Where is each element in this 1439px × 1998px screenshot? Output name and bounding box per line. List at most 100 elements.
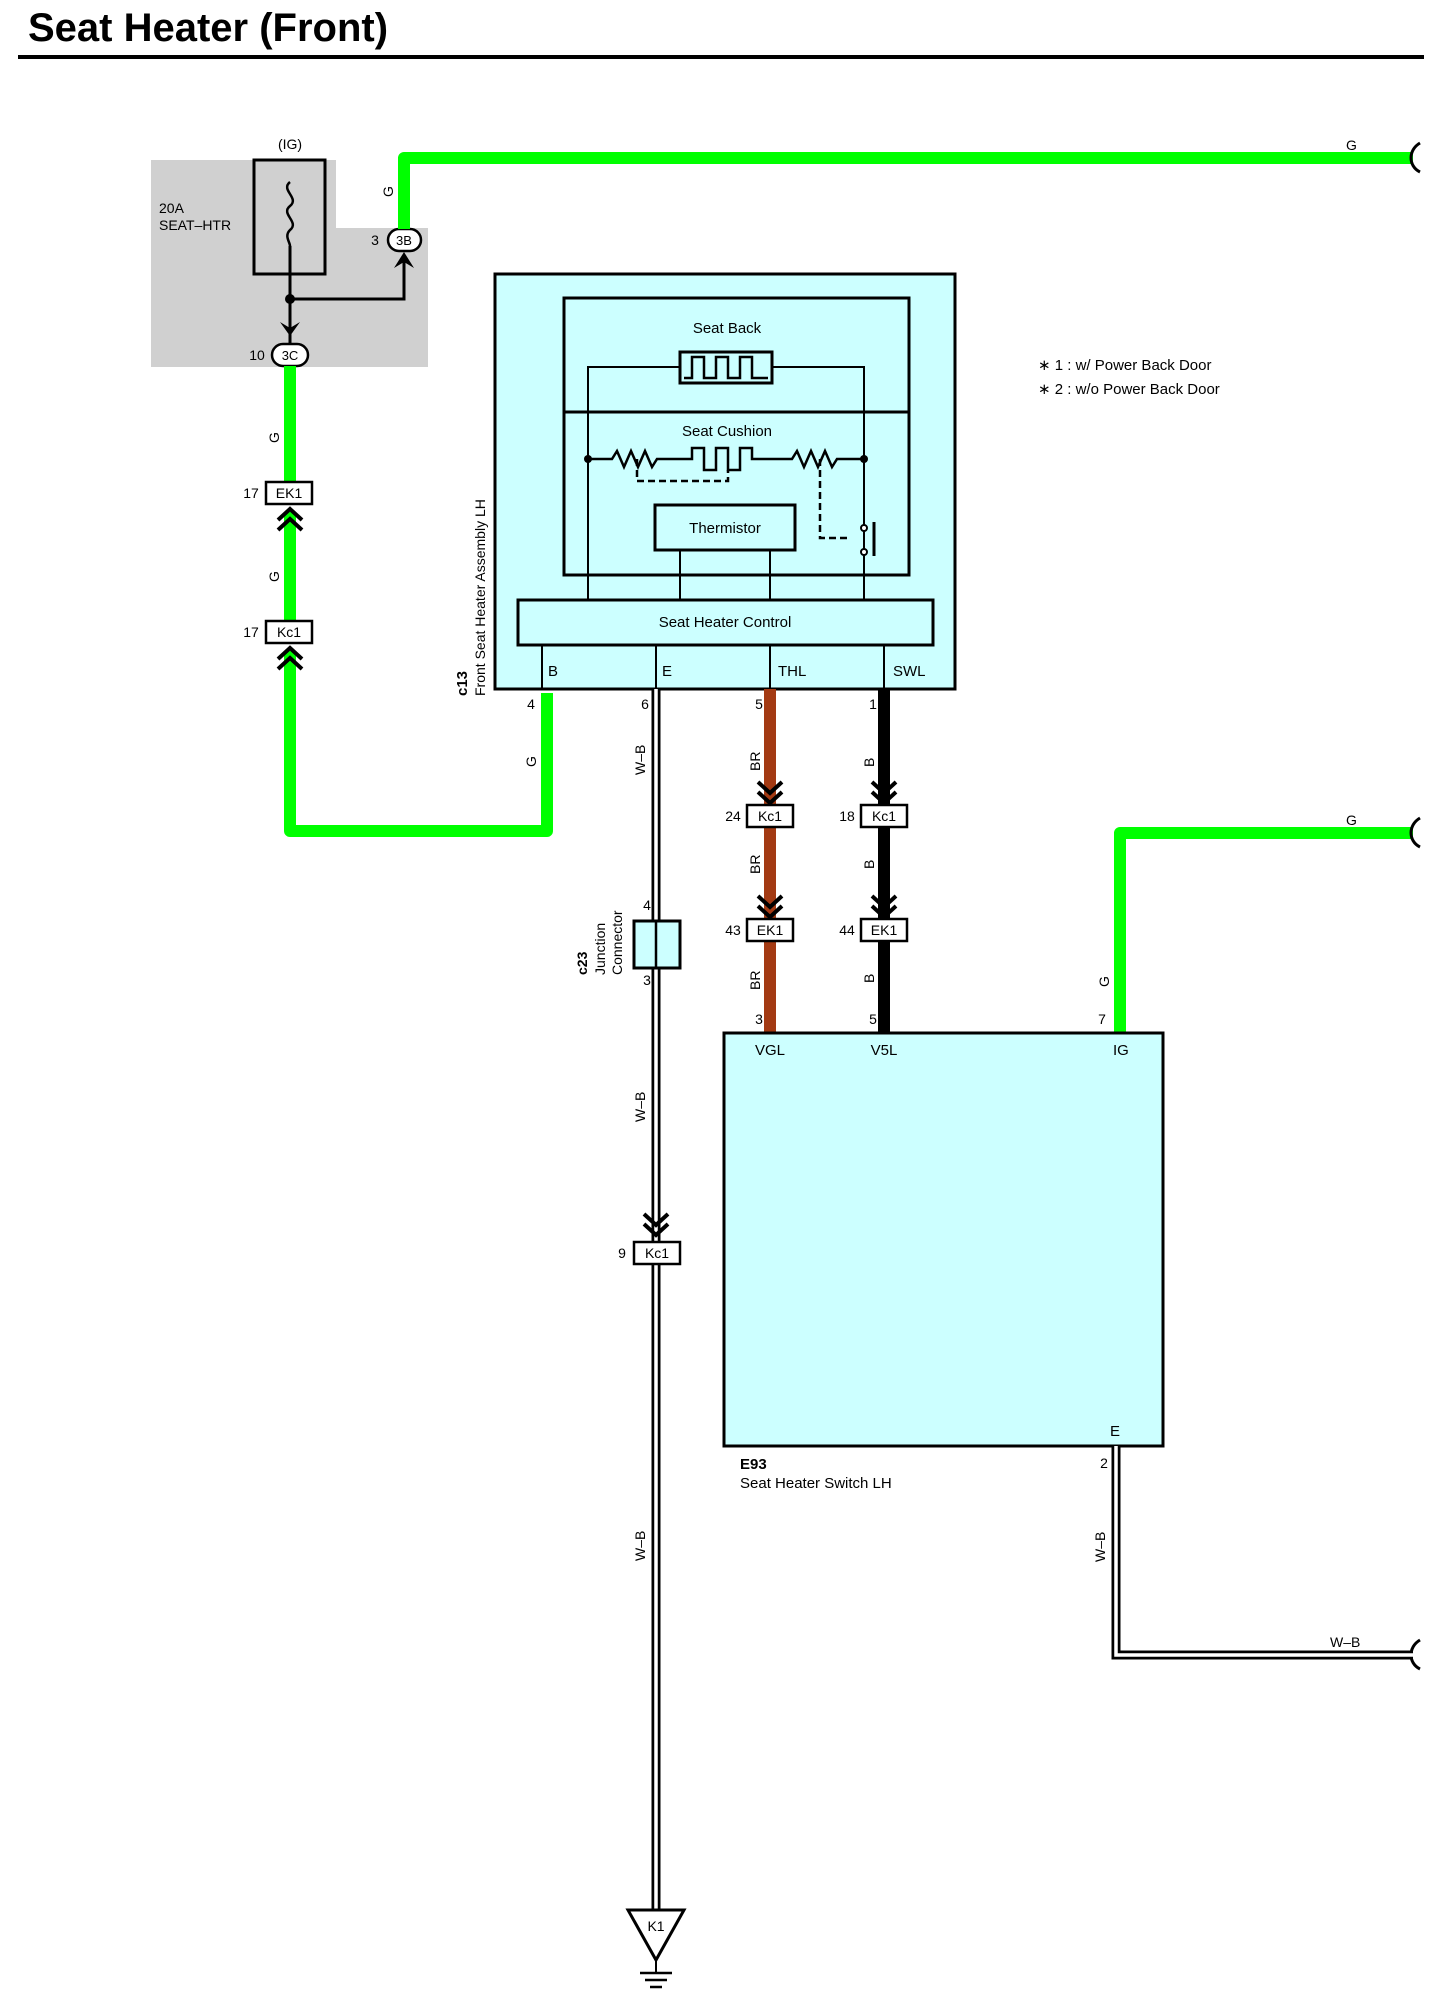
- pin-label: 3: [371, 232, 379, 248]
- svg-text:3B: 3B: [396, 233, 412, 248]
- pin-label: 4: [527, 696, 535, 712]
- wire-color-label: BR: [747, 971, 763, 990]
- pin-label: 9: [618, 1245, 626, 1261]
- fuse-element-icon: [285, 181, 295, 247]
- heater-assembly-code: c13: [454, 671, 471, 696]
- chevron-up-icon: [276, 655, 304, 671]
- pin-label: 5: [869, 1011, 877, 1027]
- note-2: ∗ 2 : w/o Power Back Door: [1038, 381, 1220, 398]
- pin-label: 5: [755, 696, 763, 712]
- svg-text:EK1: EK1: [757, 922, 784, 938]
- pin-label: 3: [643, 972, 651, 988]
- green-wire-kc1-b: [284, 651, 553, 837]
- seat-heater-switch: VGL V5L IG E E93 Seat Heater Switch LH: [722, 1031, 1165, 1492]
- connector-ek1-thl: EK1 43: [725, 894, 795, 943]
- terminal-e: E: [1110, 1423, 1120, 1440]
- terminal-swl: SWL: [893, 663, 926, 680]
- chevron-down-icon: [870, 894, 898, 910]
- ig-label: (IG): [278, 136, 302, 152]
- connector-arrow-icon: [394, 252, 414, 268]
- page-title: Seat Heater (Front): [28, 6, 389, 50]
- fuse-rating: 20A: [159, 200, 185, 216]
- chevron-up-icon: [276, 645, 304, 661]
- ground-k1: K1: [625, 1908, 687, 1989]
- connector-arrow-icon: [280, 322, 300, 336]
- heater-assembly: Seat Back Seat Cushion Thermistor Seat H…: [454, 272, 957, 696]
- wire-color-label: G: [266, 571, 282, 582]
- chevron-down-icon: [756, 790, 784, 806]
- pin-label: 4: [643, 897, 651, 913]
- wire-color-label: G: [1096, 976, 1112, 987]
- wire-break-icon: [1409, 141, 1421, 174]
- pin-label: 17: [243, 624, 259, 640]
- chevron-down-icon: [642, 1212, 670, 1228]
- chevron-down-icon: [756, 904, 784, 920]
- connector-kc1-thl: Kc1 24: [725, 780, 795, 829]
- wire-color-label: W–B: [632, 745, 648, 775]
- connector-3b: 3B 3: [371, 227, 423, 253]
- switch-code: E93: [740, 1456, 767, 1473]
- green-wire-switch-ig: [1114, 827, 1413, 1040]
- green-wire-top: [398, 152, 1413, 229]
- green-wires: [284, 152, 1413, 1040]
- chevron-down-icon: [870, 904, 898, 920]
- wire-color-label: BR: [747, 752, 763, 771]
- wire-break-icon: [1409, 816, 1421, 849]
- white-black-wire-switch: [1111, 1446, 1413, 1660]
- wire-color-label: BR: [747, 855, 763, 874]
- chevron-down-icon: [870, 780, 898, 796]
- seat-heater-control-label: Seat Heater Control: [659, 614, 792, 631]
- svg-text:Kc1: Kc1: [872, 808, 896, 824]
- wire-color-label: G: [380, 186, 396, 197]
- svg-text:EK1: EK1: [276, 485, 303, 501]
- fuse-name: SEAT–HTR: [159, 217, 231, 233]
- svg-text:EK1: EK1: [871, 922, 898, 938]
- pin-label: 43: [725, 922, 741, 938]
- wire-color-label: G: [1346, 137, 1357, 153]
- seat-back-label: Seat Back: [693, 320, 762, 337]
- pin-label: 1: [869, 696, 877, 712]
- pin-label: 24: [725, 808, 741, 824]
- thermistor-label: Thermistor: [689, 520, 761, 537]
- pin-label: 3: [755, 1011, 763, 1027]
- wire-color-label: G: [523, 756, 539, 767]
- terminal-e: E: [662, 663, 672, 680]
- pin-label: 6: [641, 696, 649, 712]
- junction-name-line2: Connector: [609, 910, 625, 975]
- wire-color-label: W–B: [632, 1092, 648, 1122]
- chevron-down-icon: [756, 780, 784, 796]
- fuse-box: (IG) 20A SEAT–HTR: [151, 136, 428, 367]
- chevron-down-icon: [870, 790, 898, 806]
- junction-connector-c23: 4 3 c23 Junction Connector: [574, 897, 682, 988]
- junction-name-line1: Junction: [592, 923, 608, 975]
- terminal-vgl: VGL: [755, 1042, 785, 1059]
- wire-color-label: G: [266, 432, 282, 443]
- chevron-down-icon: [642, 1222, 670, 1238]
- connector-kc1-swl: Kc1 18: [839, 780, 909, 829]
- connector-kc1-left: Kc1 17: [243, 619, 314, 671]
- seat-back-heater-icon: [678, 350, 774, 385]
- chevron-up-icon: [276, 506, 304, 522]
- wire-color-label: B: [861, 860, 877, 869]
- seat-heater-control-box: [516, 598, 935, 647]
- pin-label: 17: [243, 485, 259, 501]
- terminal-ig: IG: [1113, 1042, 1129, 1059]
- wire-color-label: W–B: [1092, 1532, 1108, 1562]
- pin-label: 2: [1100, 1455, 1108, 1471]
- pin-label: 44: [839, 922, 855, 938]
- pin-label: 18: [839, 808, 855, 824]
- connector-kc1-ground: Kc1 9: [618, 1212, 682, 1266]
- ground-triangle-icon: [625, 1908, 687, 1964]
- wire-color-label: B: [861, 974, 877, 983]
- wire-color-label: B: [861, 758, 877, 767]
- pin-label: 10: [249, 347, 265, 363]
- wire-color-label: W–B: [1330, 1634, 1360, 1650]
- svg-text:Kc1: Kc1: [645, 1245, 669, 1261]
- terminal-v5l: V5L: [871, 1042, 898, 1059]
- svg-text:Kc1: Kc1: [758, 808, 782, 824]
- heater-elements-frame: [562, 296, 911, 577]
- pin-label: 7: [1098, 1011, 1106, 1027]
- terminal-b: B: [548, 663, 558, 680]
- connector-ek1-swl: EK1 44: [839, 894, 909, 943]
